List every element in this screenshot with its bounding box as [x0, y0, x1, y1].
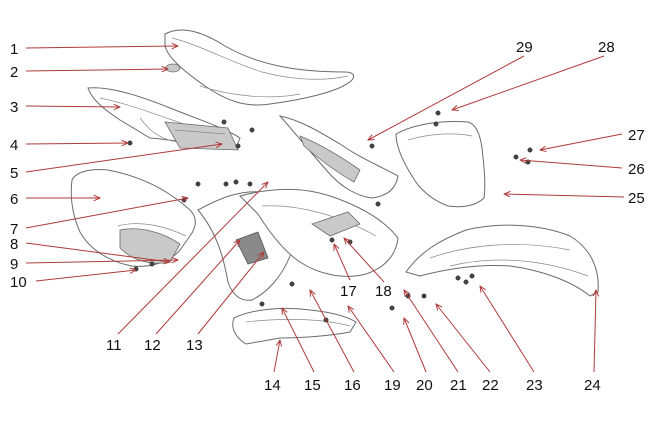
callout-13: 13 [186, 337, 203, 354]
leader-1 [25, 46, 178, 48]
callout-11: 11 [106, 337, 122, 354]
callout-23: 23 [526, 377, 543, 394]
leader-12 [155, 240, 240, 335]
callout-4: 4 [10, 137, 18, 154]
leader-17 [334, 244, 351, 281]
leader-3 [25, 106, 120, 107]
callout-18: 18 [375, 283, 392, 300]
fork-guard-part [278, 115, 399, 199]
leader-4 [25, 143, 128, 144]
callout-7: 7 [10, 221, 18, 238]
callout-26: 26 [628, 161, 645, 178]
callout-1: 1 [10, 41, 18, 58]
callout-19: 19 [384, 377, 401, 394]
callout-27: 27 [628, 127, 645, 144]
leader-5 [25, 144, 222, 173]
callout-6: 6 [10, 191, 18, 208]
leader-8 [25, 242, 170, 262]
callout-21: 21 [450, 377, 467, 394]
leader-10 [35, 270, 136, 282]
hardware-screws [127, 110, 533, 323]
callout-8: 8 [10, 236, 18, 253]
leader-19 [348, 306, 395, 373]
leader-18 [344, 238, 385, 283]
callout-17: 17 [340, 283, 357, 300]
seat-part [164, 29, 355, 106]
callout-5: 5 [10, 165, 18, 182]
leader-9 [25, 260, 178, 264]
callout-24: 24 [584, 377, 601, 394]
airbox-cover-part [70, 169, 196, 267]
leader-15 [282, 308, 315, 373]
leader-11 [117, 182, 268, 335]
number-plate-part [395, 121, 486, 208]
callout-3: 3 [10, 99, 18, 116]
leader-21 [404, 290, 459, 373]
callout-9: 9 [10, 256, 18, 273]
seat-bolt-part [165, 63, 181, 73]
leader-16 [310, 290, 355, 373]
leader-24 [594, 290, 596, 373]
callout-16: 16 [344, 377, 361, 394]
leader-20 [404, 318, 427, 373]
callout-numbers: 1 2 3 4 5 6 7 8 9 10 11 12 13 14 15 16 1… [10, 39, 645, 394]
callout-14: 14 [264, 377, 281, 394]
leader-23 [480, 286, 535, 373]
front-fender-part [405, 224, 599, 297]
leader-2 [25, 69, 168, 71]
leader-27 [540, 133, 623, 150]
leader-26 [520, 160, 623, 169]
leader-22 [436, 304, 491, 373]
leader-25 [504, 194, 625, 198]
skid-plate-part [232, 307, 357, 345]
leader-13 [197, 252, 264, 335]
callout-28: 28 [598, 39, 615, 56]
leader-7 [25, 198, 188, 229]
callout-22: 22 [482, 377, 499, 394]
callout-12: 12 [144, 337, 161, 354]
callout-2: 2 [10, 64, 18, 81]
callout-15: 15 [304, 377, 321, 394]
side-panel-bracket-part [164, 121, 239, 151]
callout-25: 25 [628, 190, 645, 207]
leader-28 [452, 55, 605, 110]
leader-14 [273, 340, 280, 373]
leader-arrows [25, 46, 625, 373]
leader-29 [368, 55, 525, 140]
callout-20: 20 [416, 377, 433, 394]
callout-10: 10 [10, 274, 27, 291]
callout-29: 29 [516, 39, 533, 56]
